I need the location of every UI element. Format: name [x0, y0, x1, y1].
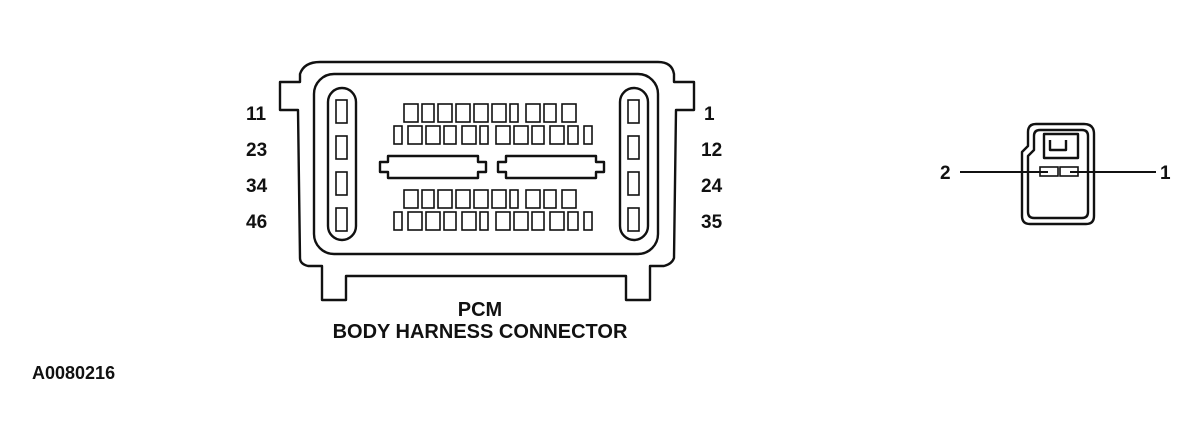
two-pin-connector-inner [1026, 128, 1090, 220]
pcm-label-pin-23: 23 [246, 140, 267, 161]
pcm-right-pin-column [618, 86, 650, 242]
pcm-pin-cavity [561, 189, 577, 209]
caption-pcm: PCM [458, 299, 502, 321]
pcm-pin-cavity [461, 211, 477, 231]
two-pin-latch-detail [1048, 140, 1068, 152]
pcm-pin-cavity [437, 103, 453, 123]
pcm-pin-cavity [403, 103, 419, 123]
pcm-pin-cavity [421, 189, 435, 209]
pcm-pin-cavity [549, 211, 565, 231]
pcm-pin-cavity [455, 103, 471, 123]
pcm-label-pin-34: 34 [246, 176, 268, 197]
pcm-pin-cavity [513, 125, 529, 145]
pcm-pin-cavity [627, 135, 640, 160]
pcm-pin-cavity [335, 135, 348, 160]
pcm-center-pin-rows [393, 103, 593, 231]
pcm-label-pin-12: 12 [701, 140, 722, 161]
pcm-pin-cavity [509, 103, 519, 123]
pcm-pin-cavity [627, 171, 640, 196]
figure-id: A0080216 [32, 363, 115, 383]
pcm-pin-cavity [437, 189, 453, 209]
pcm-pin-cavity [335, 171, 348, 196]
pcm-pin-cavity [393, 211, 403, 231]
pcm-pin-cavity [425, 211, 441, 231]
two-pin-connector: 2 1 [940, 122, 1171, 226]
pcm-pin-cavity [627, 207, 640, 232]
two-pin-latch [1042, 132, 1080, 160]
pcm-right-column-frame [618, 86, 650, 242]
pcm-pin-cavity [495, 211, 511, 231]
pcm-pin-cavity [473, 103, 489, 123]
pcm-pin-cavity [525, 189, 541, 209]
pcm-pin-cavity [443, 211, 457, 231]
pcm-connector-inner-shell [312, 72, 660, 256]
pcm-pin-cavity [509, 189, 519, 209]
pcm-pin-cavity [491, 103, 507, 123]
pcm-left-pin-column [326, 86, 358, 242]
pcm-connector: 11 23 34 46 1 12 24 35 PCM BODY HARNESS … [246, 60, 723, 343]
two-pin-connector-outer [1020, 122, 1096, 226]
pcm-pin-cavity [479, 211, 489, 231]
pcm-label-pin-24: 24 [701, 176, 723, 197]
pcm-pin-cavity [525, 103, 541, 123]
pcm-pin-cavity [549, 125, 565, 145]
pcm-pin-cavity [393, 125, 403, 145]
pcm-pin-cavity [443, 125, 457, 145]
pcm-pin-cavity [473, 189, 489, 209]
pcm-pin-cavity [513, 211, 529, 231]
pcm-pin-cavity [479, 125, 489, 145]
pcm-pin-cavity [583, 211, 593, 231]
pcm-pin-cavity [335, 99, 348, 124]
pcm-connector-outer-shell [278, 60, 696, 302]
pcm-pin-cavity [425, 125, 441, 145]
pcm-pin-cavity [461, 125, 477, 145]
pcm-pin-cavity [561, 103, 577, 123]
pcm-label-pin-11: 11 [246, 104, 267, 125]
pcm-pin-cavity [627, 99, 640, 124]
pcm-left-column-frame [326, 86, 358, 242]
two-pin-label-1: 1 [1160, 163, 1171, 184]
pcm-pin-cavity [491, 189, 507, 209]
pcm-pin-cavity [567, 211, 579, 231]
pcm-pin-cavity [543, 103, 557, 123]
pcm-pin-cavity [531, 211, 545, 231]
pcm-label-pin-1: 1 [704, 104, 715, 125]
pcm-pin-cavity [455, 189, 471, 209]
pcm-label-pin-46: 46 [246, 212, 267, 233]
pcm-pin-cavity [567, 125, 579, 145]
pcm-pin-cavity [403, 189, 419, 209]
pcm-left-lock-bar [378, 154, 488, 180]
pcm-pin-cavity [543, 189, 557, 209]
pcm-pin-cavity [335, 207, 348, 232]
pcm-pin-cavity [421, 103, 435, 123]
pcm-pin-cavity [531, 125, 545, 145]
caption-body-harness-connector: BODY HARNESS CONNECTOR [333, 321, 628, 343]
pcm-right-lock-bar [496, 154, 606, 180]
pcm-pin-cavity [407, 125, 423, 145]
two-pin-label-2: 2 [940, 163, 951, 184]
pcm-pin-cavity [583, 125, 593, 145]
pcm-pin-cavity [495, 125, 511, 145]
pcm-label-pin-35: 35 [701, 212, 723, 233]
pcm-pin-cavity [407, 211, 423, 231]
